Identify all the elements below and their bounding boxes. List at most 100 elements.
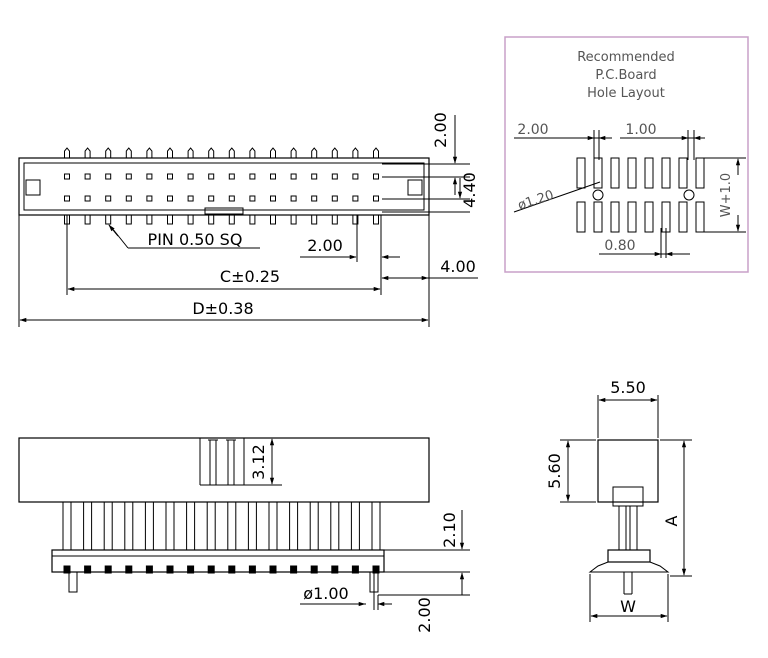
panel-title-line-3: Hole Layout bbox=[587, 86, 665, 101]
pcb-pad-top bbox=[593, 157, 603, 189]
side-view: 5.50 5.60 A W bbox=[545, 378, 692, 622]
top-dim-height-label: 2.00 bbox=[431, 112, 450, 148]
top-pin-row-1 bbox=[146, 173, 153, 180]
top-pin-row-1 bbox=[352, 173, 359, 180]
top-pin-row-2 bbox=[105, 195, 112, 202]
panel-border bbox=[504, 36, 749, 273]
top-pin-row-2 bbox=[228, 195, 235, 202]
front-pin-foot bbox=[228, 565, 236, 574]
top-view-latch-left bbox=[25, 179, 41, 196]
front-pin-foot bbox=[187, 565, 195, 574]
front-body bbox=[18, 437, 430, 503]
pcb-dim-row-label: W+1.0 bbox=[719, 173, 734, 217]
top-pin-tail bbox=[270, 214, 276, 225]
top-pin-row-2 bbox=[331, 195, 338, 202]
front-pin-array bbox=[62, 501, 381, 593]
side-pins bbox=[618, 506, 638, 595]
top-pin-row-1 bbox=[373, 173, 379, 180]
top-dim-c-label: C±0.25 bbox=[220, 267, 280, 286]
pcb-mount-hole-right bbox=[683, 189, 695, 201]
top-pin-tip bbox=[84, 147, 91, 158]
top-pin-tip bbox=[187, 147, 194, 158]
top-pin-tail bbox=[208, 214, 215, 225]
front-pin-body bbox=[289, 501, 299, 551]
top-pin-tip bbox=[311, 147, 318, 158]
top-view-pin-array bbox=[64, 147, 379, 225]
top-pin-tail bbox=[352, 214, 359, 225]
top-pin-row-2 bbox=[352, 195, 359, 202]
front-pin-foot bbox=[248, 565, 256, 574]
top-pin-row-2 bbox=[167, 195, 173, 202]
panel-title-line-2: P.C.Board bbox=[595, 68, 656, 83]
top-dim-row-spacing-label: 4.40 bbox=[460, 172, 479, 208]
top-pin-tip bbox=[167, 147, 173, 158]
top-pin-row-1 bbox=[331, 173, 338, 180]
top-pin-row-1 bbox=[270, 173, 276, 180]
front-pin-body bbox=[227, 501, 237, 551]
top-pin-tail bbox=[373, 214, 379, 225]
top-dim-d-label: D±0.38 bbox=[192, 299, 253, 318]
top-pin-row-1 bbox=[187, 173, 194, 180]
side-base bbox=[607, 549, 651, 563]
pcb-pad-bottom bbox=[610, 201, 620, 233]
top-pin-tip bbox=[352, 147, 359, 158]
top-pin-tail bbox=[146, 214, 153, 225]
top-pin-row-1 bbox=[290, 173, 297, 180]
front-pin-body bbox=[330, 501, 340, 551]
top-pin-row-2 bbox=[290, 195, 297, 202]
front-pin-body bbox=[62, 501, 72, 551]
front-pin-body bbox=[83, 501, 93, 551]
top-pin-tail bbox=[187, 214, 194, 225]
top-view-polarity-key bbox=[204, 207, 244, 215]
top-pin-row-1 bbox=[125, 173, 132, 180]
top-pin-row-2 bbox=[64, 195, 70, 202]
front-dim-pin-dia-label: ø1.00 bbox=[303, 584, 348, 603]
top-pin-tail bbox=[125, 214, 132, 225]
side-dimension-lines bbox=[560, 395, 692, 622]
side-board-contact bbox=[588, 561, 670, 573]
front-dim-slot-label: 3.12 bbox=[249, 444, 268, 480]
pcb-pad-bottom bbox=[695, 201, 705, 233]
pcb-layout-panel: Recommended P.C.Board Hole Layout bbox=[504, 36, 749, 273]
pcb-pad-bottom bbox=[627, 201, 637, 233]
top-pin-tip bbox=[105, 147, 112, 158]
top-pin-tail bbox=[311, 214, 318, 225]
pcb-pad-top bbox=[661, 157, 671, 189]
front-view: 3.12 2.10 ø1.00 2.00 bbox=[18, 437, 470, 633]
top-pin-size-label: PIN 0.50 SQ bbox=[148, 230, 243, 249]
top-pin-row-2 bbox=[84, 195, 91, 202]
top-pin-tail bbox=[249, 214, 256, 225]
side-latch bbox=[612, 486, 644, 507]
front-pin-foot bbox=[207, 565, 215, 574]
top-pin-row-1 bbox=[167, 173, 173, 180]
top-dim-pitch-label: 2.00 bbox=[307, 236, 343, 255]
front-pin-foot bbox=[63, 565, 71, 574]
front-pin-body bbox=[144, 501, 154, 551]
top-pin-tip bbox=[125, 147, 132, 158]
front-pin-body bbox=[124, 501, 134, 551]
pcb-pad-top bbox=[644, 157, 654, 189]
pcb-dim-pad-gap-label: 0.80 bbox=[604, 238, 635, 254]
front-pin-foot bbox=[166, 565, 174, 574]
pcb-pad-array bbox=[576, 157, 705, 233]
top-pin-row-2 bbox=[373, 195, 379, 202]
pcb-dimension-lines bbox=[513, 130, 746, 258]
side-dim-height-label: 5.60 bbox=[545, 453, 564, 489]
pcb-pad-bottom bbox=[678, 201, 688, 233]
top-pin-tip bbox=[270, 147, 276, 158]
pcb-pad-bottom bbox=[661, 201, 671, 233]
side-body bbox=[597, 439, 659, 503]
pcb-pad-bottom bbox=[644, 201, 654, 233]
front-dim-standoff-label: 2.10 bbox=[440, 512, 459, 548]
front-pin-foot bbox=[351, 565, 359, 574]
pcb-pad-top bbox=[627, 157, 637, 189]
front-pin-body bbox=[206, 501, 216, 551]
top-pin-tip bbox=[64, 147, 70, 158]
front-dimension-lines bbox=[244, 437, 470, 610]
side-dim-w-label: W bbox=[620, 597, 636, 616]
front-pin-body bbox=[247, 501, 257, 551]
top-pin-tip bbox=[373, 147, 379, 158]
top-pin-tip bbox=[249, 147, 256, 158]
top-pin-tip bbox=[146, 147, 153, 158]
